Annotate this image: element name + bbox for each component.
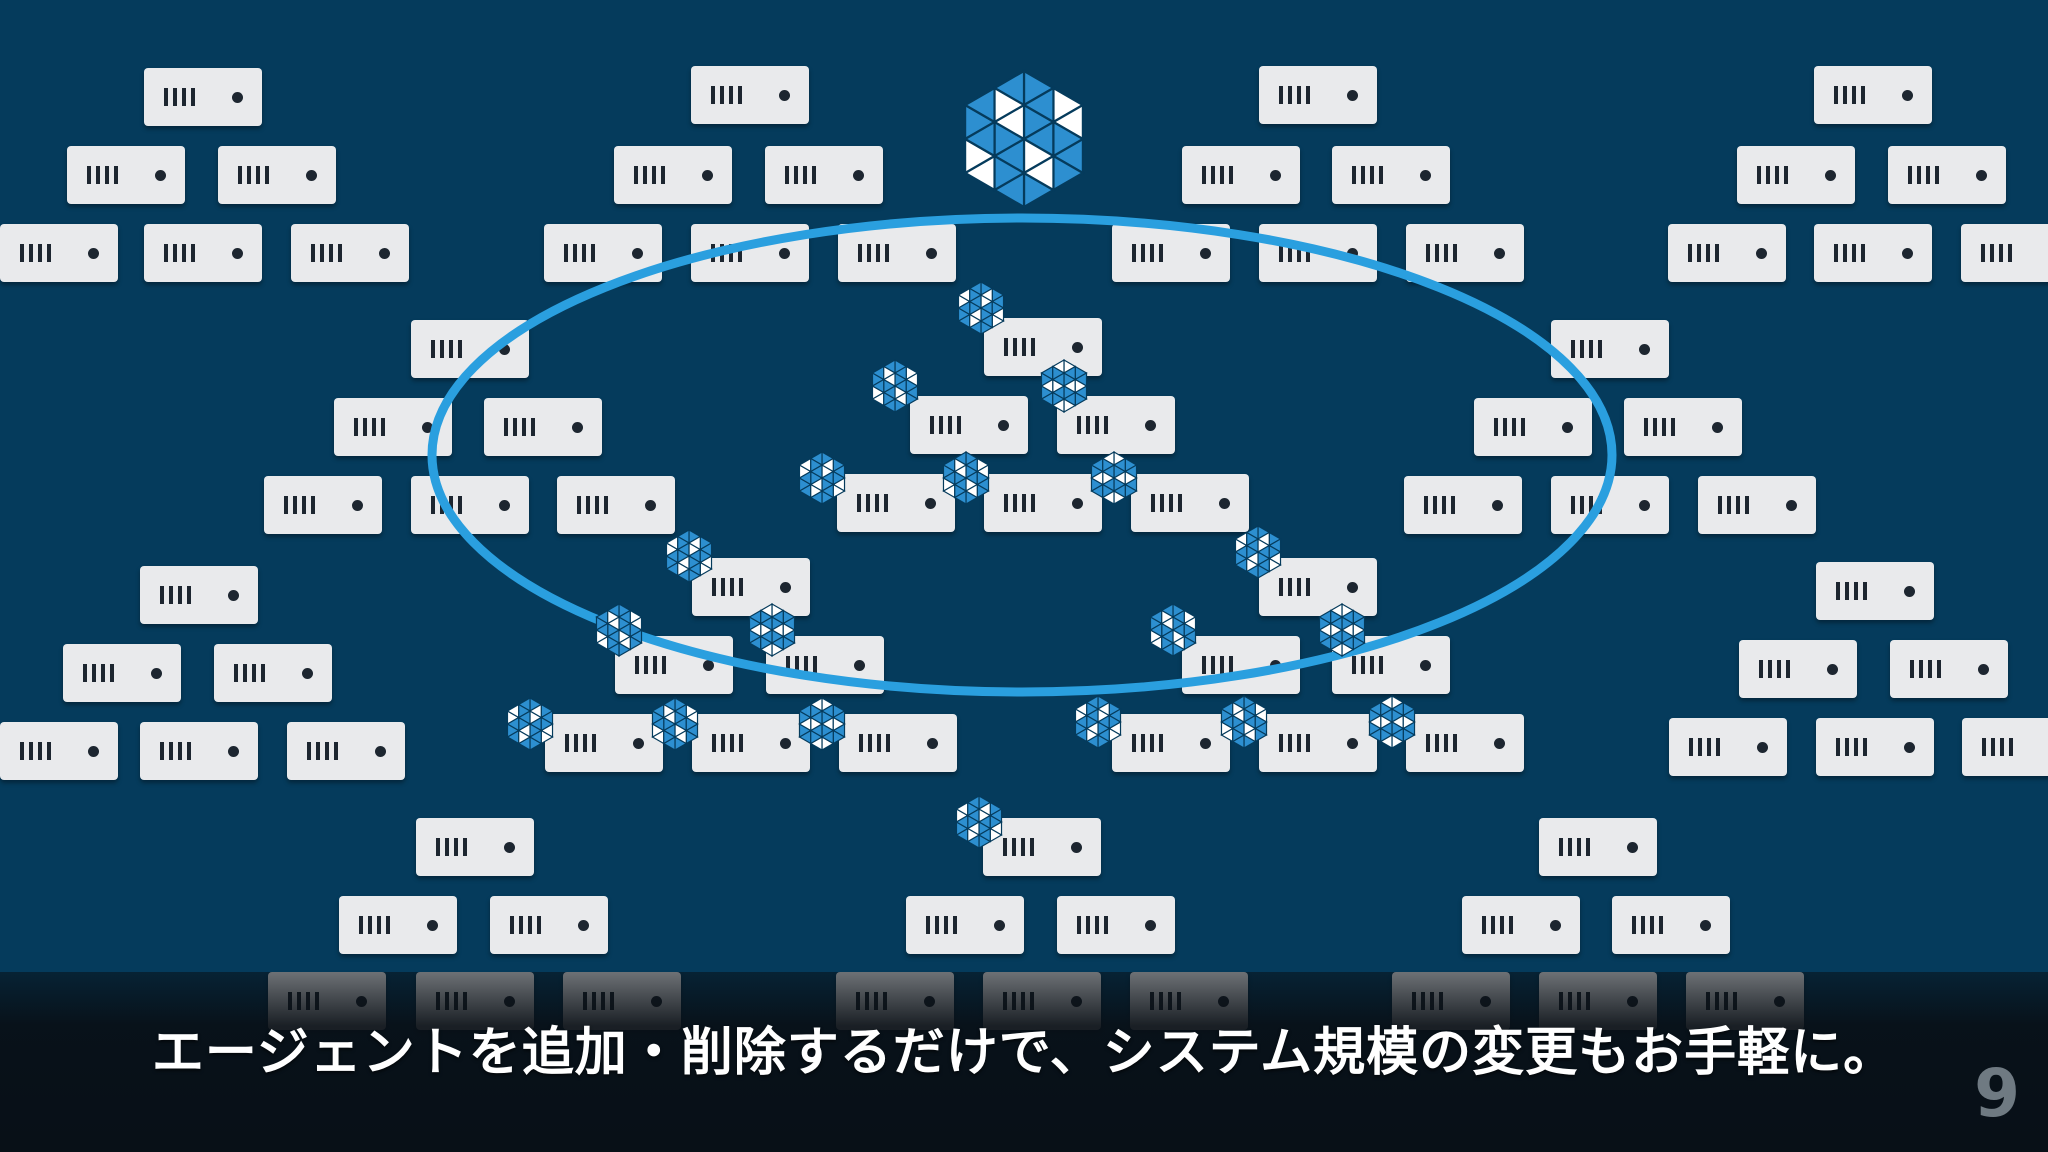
agent-hexagon-icon [798, 696, 846, 752]
server-icon [1890, 640, 2008, 698]
server-icon [1404, 476, 1522, 534]
server-icon [1551, 476, 1669, 534]
server-icon [1259, 66, 1377, 124]
server-icon [1259, 714, 1377, 772]
server-icon [691, 66, 809, 124]
agent-hexagon-icon [1040, 358, 1088, 414]
agent-hexagon-icon [1074, 694, 1122, 750]
server-icon [218, 146, 336, 204]
server-icon [1816, 562, 1934, 620]
server-icon [287, 722, 405, 780]
server-icon [1182, 146, 1300, 204]
server-icon [411, 320, 529, 378]
agent-hexagon-icon [595, 602, 643, 658]
server-icon [140, 566, 258, 624]
server-icon [1259, 224, 1377, 282]
server-icon [692, 714, 810, 772]
caption-band [0, 972, 2048, 1152]
agent-hexagon-icon [955, 794, 1003, 850]
server-icon [1669, 718, 1787, 776]
server-icon [416, 818, 534, 876]
agent-hexagon-icon [665, 528, 713, 584]
server-icon [144, 224, 262, 282]
server-icon [1668, 224, 1786, 282]
server-icon [1624, 398, 1742, 456]
agent-hexagon-icon [651, 696, 699, 752]
server-icon [490, 896, 608, 954]
server-icon [983, 818, 1101, 876]
agent-hexagon-icon [957, 280, 1005, 336]
server-icon [291, 224, 409, 282]
server-icon [214, 644, 332, 702]
agent-hexagon-icon [748, 602, 796, 658]
server-icon [910, 396, 1028, 454]
server-icon [1112, 714, 1230, 772]
server-icon [1816, 718, 1934, 776]
agent-hexagon-icon [1149, 602, 1197, 658]
server-icon [63, 644, 181, 702]
server-icon [1406, 714, 1524, 772]
server-icon [545, 714, 663, 772]
server-icon [1698, 476, 1816, 534]
server-icon [339, 896, 457, 954]
server-icon [1814, 224, 1932, 282]
server-icon [984, 474, 1102, 532]
server-icon [67, 146, 185, 204]
server-icon [1112, 224, 1230, 282]
server-icon [1057, 896, 1175, 954]
server-icon [1612, 896, 1730, 954]
server-icon [1406, 224, 1524, 282]
logo-hexagon-icon [962, 69, 1086, 209]
agent-hexagon-icon [798, 450, 846, 506]
agent-hexagon-icon [1368, 694, 1416, 750]
page-number: 9 [1974, 1055, 2020, 1132]
server-icon [1961, 224, 2048, 282]
agent-hexagon-icon [942, 450, 990, 506]
server-icon [0, 224, 118, 282]
server-icon [839, 714, 957, 772]
agent-hexagon-icon [1090, 450, 1138, 506]
server-icon [411, 476, 529, 534]
agent-hexagon-icon [506, 696, 554, 752]
server-icon [614, 146, 732, 204]
server-icon [1814, 66, 1932, 124]
server-icon [1737, 146, 1855, 204]
server-icon [140, 722, 258, 780]
agent-hexagon-icon [871, 358, 919, 414]
server-icon [1474, 398, 1592, 456]
server-icon [1551, 320, 1669, 378]
agent-hexagon-icon [1318, 602, 1366, 658]
server-icon [544, 224, 662, 282]
server-icon [1539, 818, 1657, 876]
server-icon [838, 224, 956, 282]
server-icon [557, 476, 675, 534]
agent-hexagon-icon [1234, 524, 1282, 580]
server-icon [906, 896, 1024, 954]
slide-caption: エージェントを追加・削除するだけで、システム規模の変更もお手軽に。 [151, 1023, 1897, 1083]
agent-hexagon-icon [1220, 694, 1268, 750]
server-icon [1462, 896, 1580, 954]
server-icon [1962, 718, 2048, 776]
server-icon [1739, 640, 1857, 698]
server-icon [1332, 146, 1450, 204]
server-icon [1888, 146, 2006, 204]
server-icon [144, 68, 262, 126]
server-icon [0, 722, 118, 780]
server-icon [691, 224, 809, 282]
server-icon [334, 398, 452, 456]
server-icon [264, 476, 382, 534]
server-icon [765, 146, 883, 204]
server-icon [484, 398, 602, 456]
